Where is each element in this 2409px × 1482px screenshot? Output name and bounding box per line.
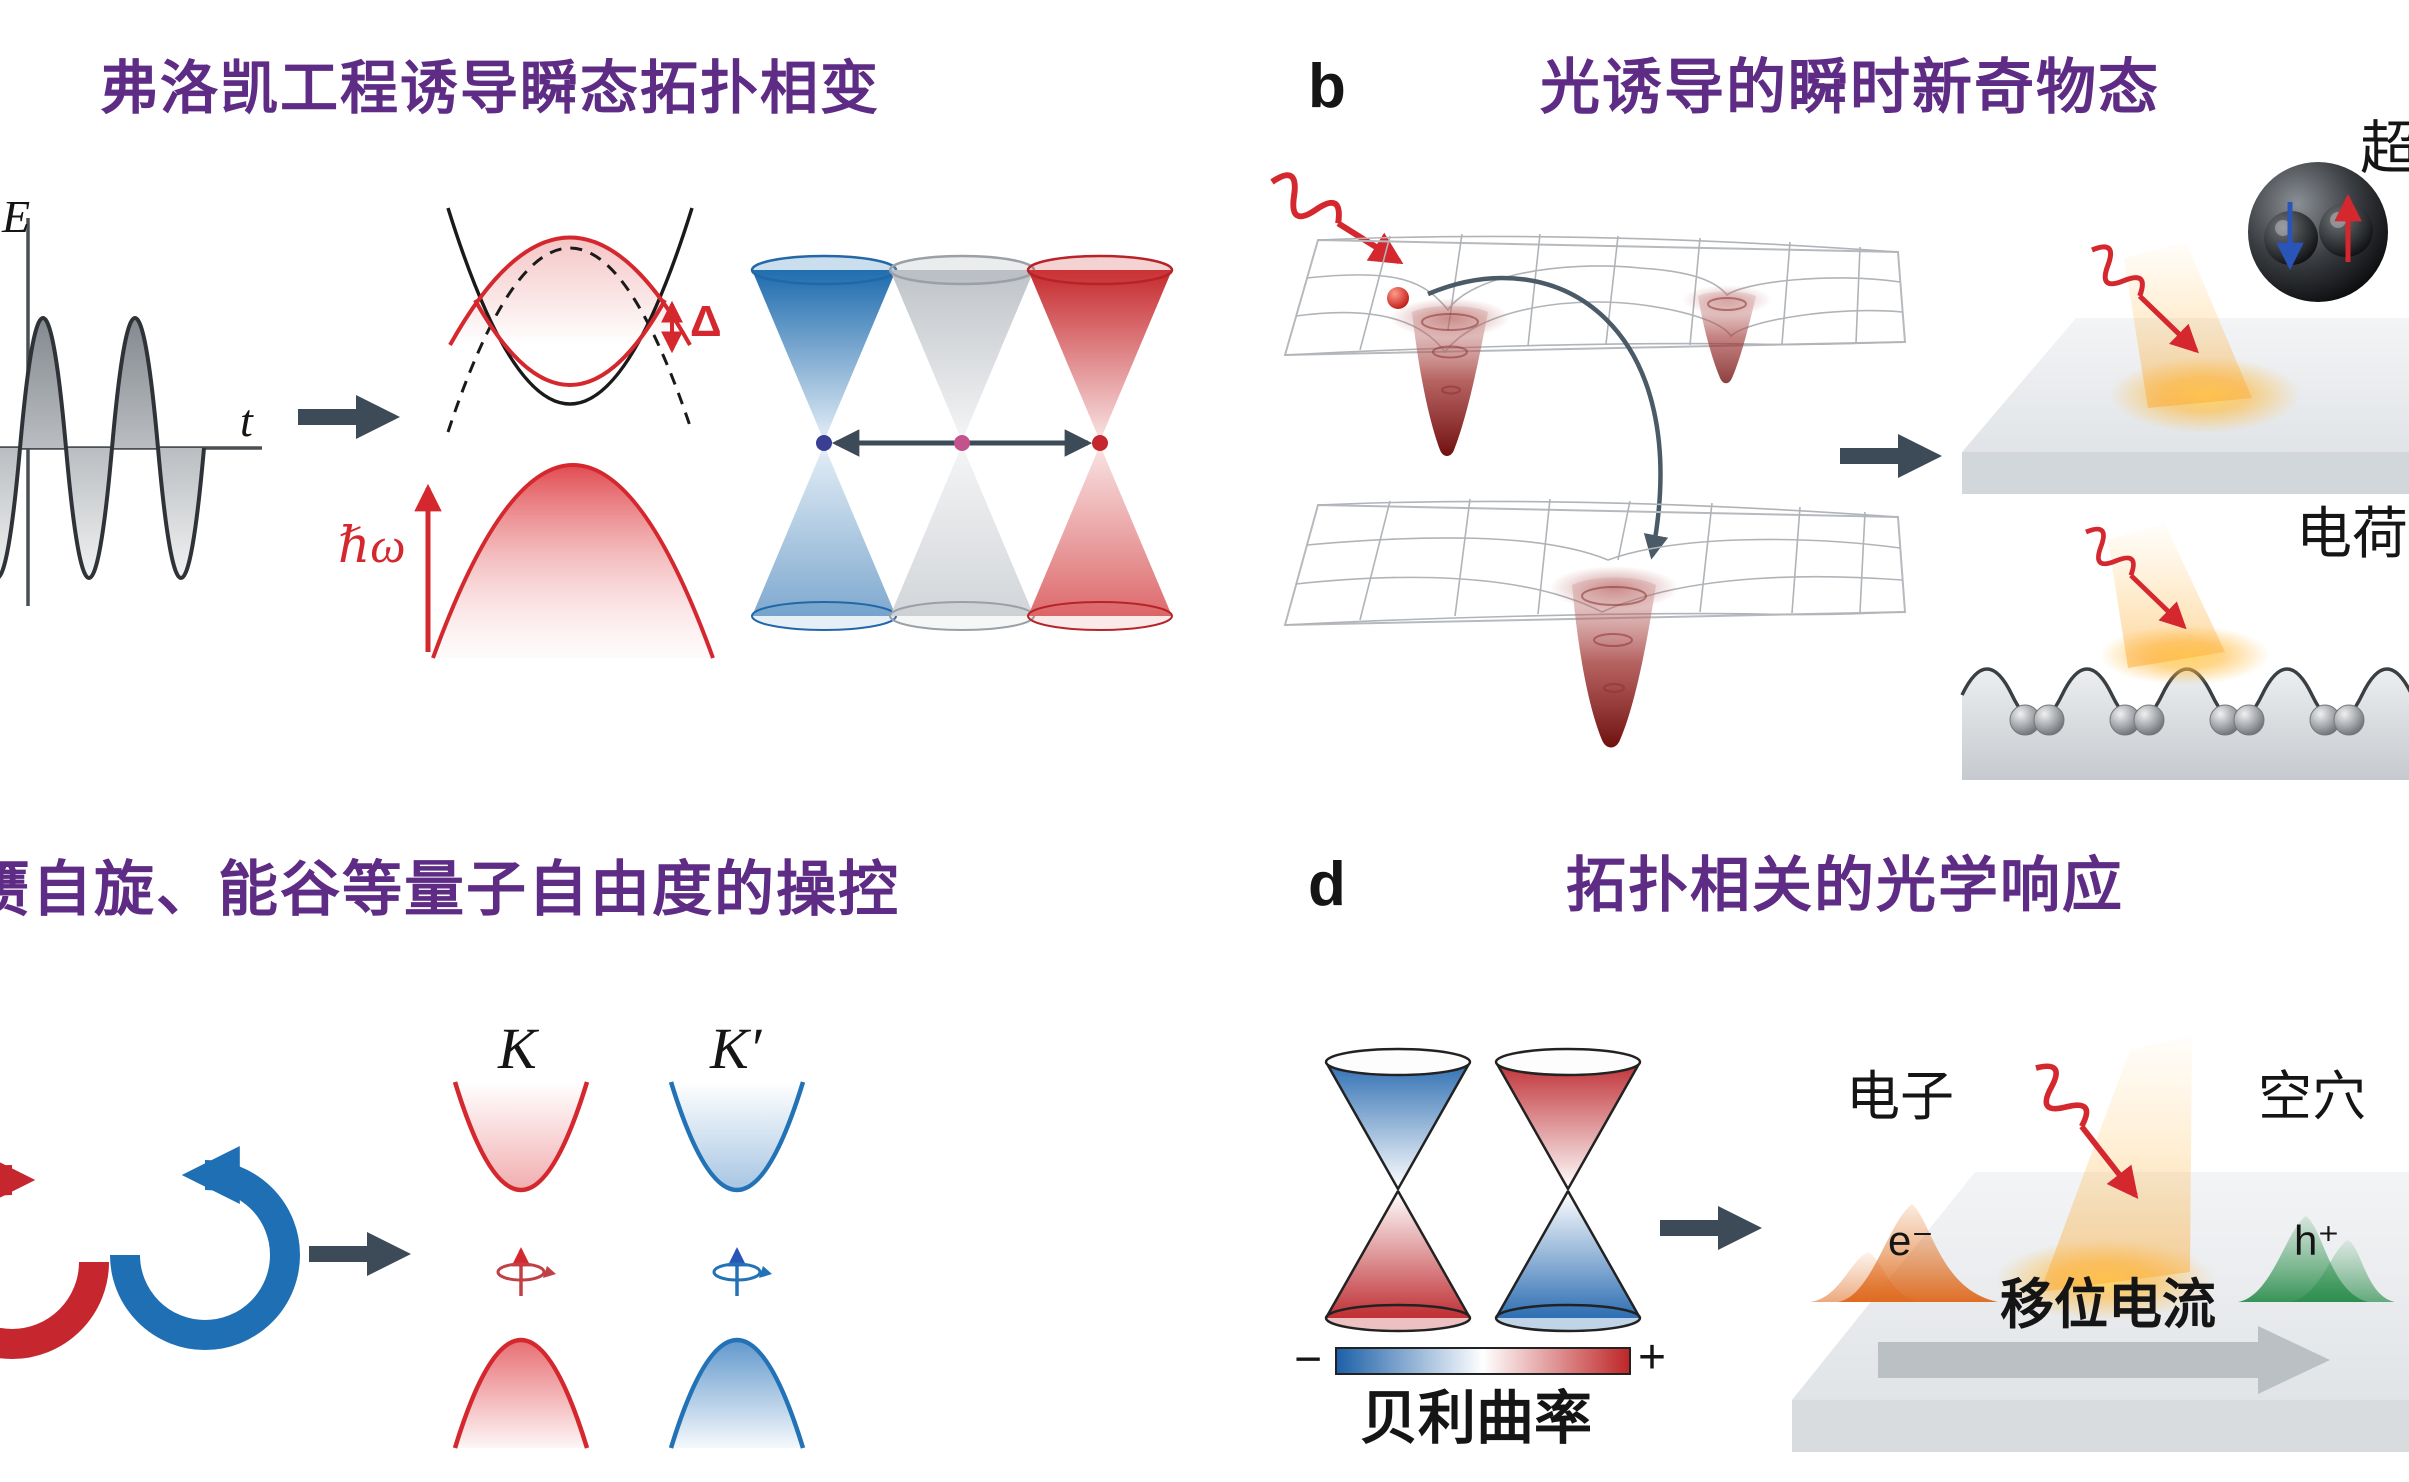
shift-current-label: 移位电流 <box>2000 1275 2216 1335</box>
cdw-surface-fill <box>1962 669 2409 780</box>
light-pulse-icon-d <box>2035 1063 2139 1199</box>
berry-cone-second <box>1494 1047 1642 1333</box>
berry-cone-first <box>1324 1047 1472 1333</box>
valley-k-label: K <box>498 1016 537 1081</box>
charge-label: 电荷 <box>2296 502 2408 565</box>
light-pulse-icon-cdw <box>2085 526 2187 630</box>
dirac-cone-blue <box>750 254 898 631</box>
panel-d-title: 拓扑相关的光学响应 <box>1566 852 2124 919</box>
colorbar-minus-label: − <box>1294 1333 1323 1386</box>
potential-surface-upper <box>1283 233 1907 456</box>
hole-label: 空穴 <box>2258 1067 2366 1127</box>
electron-label: 电子 <box>1846 1067 1954 1127</box>
floquet-band-upper <box>448 235 692 346</box>
dashed-band <box>446 246 694 433</box>
hole-symbol: h⁺ <box>2294 1217 2340 1264</box>
shift-current-illustration <box>1792 1036 2409 1452</box>
original-band <box>446 207 694 406</box>
arrow-right-icon-b <box>1840 434 1942 478</box>
valley-k <box>452 1081 590 1449</box>
relaxation-arrow <box>1427 275 1669 560</box>
potential-well-shallow <box>1698 291 1756 384</box>
time-axis-label: t <box>240 395 253 446</box>
arrow-right-icon-d <box>1660 1206 1762 1250</box>
panel-b-title: 光诱导的瞬时新奇物态 <box>1540 54 2160 121</box>
superconductivity-illustration <box>1962 162 2409 494</box>
sample-slab-front <box>1962 452 2409 494</box>
potential-well-deep <box>1412 306 1488 456</box>
laser-beam-d <box>2040 1036 2192 1292</box>
berry-colorbar <box>1335 1347 1631 1375</box>
panel-b-label: b <box>1308 52 1346 121</box>
valley-spin-icon-k-prime <box>712 1247 772 1296</box>
valley-spin-icon-k <box>496 1247 556 1296</box>
gap-label: Δ <box>690 297 722 346</box>
driving-field-plot <box>0 218 262 606</box>
arrow-right-icon-a <box>298 395 400 439</box>
valley-k-prime-label: K′ <box>710 1016 762 1081</box>
dirac-cone-gray <box>888 254 1036 631</box>
light-pulse-icon-sc <box>2091 244 2199 354</box>
valley-k-prime <box>668 1081 806 1449</box>
light-pulse-icon-b <box>1270 172 1404 265</box>
berry-curvature-label: 贝利曲率 <box>1360 1386 1593 1451</box>
circular-polarization-red-icon <box>0 1151 109 1360</box>
arrow-right-icon-c <box>309 1232 411 1276</box>
electron-peak <box>1838 1204 1998 1302</box>
cooper-pair-icon <box>2248 162 2388 302</box>
dirac-cone-red <box>1026 254 1174 631</box>
photon-energy-label: ℏω <box>338 517 406 573</box>
electron-symbol: e⁻ <box>1888 1217 1934 1264</box>
sample-slab-front-d <box>1792 1400 2409 1452</box>
floquet-band-lower <box>473 299 667 387</box>
potential-surface-lower <box>1283 498 1907 748</box>
sine-wave <box>0 316 206 580</box>
excited-particle-ball <box>1387 287 1409 309</box>
floquet-bands-diagram <box>414 207 715 659</box>
colorbar-plus-label: + <box>1638 1331 1667 1384</box>
circular-polarization-blue-icon <box>110 1146 301 1351</box>
panel-a-title: 弗洛凯工程诱导瞬态拓扑相变 <box>100 56 881 121</box>
cdw-illustration <box>1960 524 2409 780</box>
laser-beam-cdw <box>2108 524 2225 668</box>
panel-c-title: 赝自旋、能谷等量子自由度的操控 <box>0 856 900 923</box>
potential-well-metastable <box>1572 577 1656 748</box>
dirac-cones <box>750 254 1174 631</box>
shift-current-arrow <box>1878 1326 2330 1394</box>
superconductor-label: 超 <box>2360 116 2409 181</box>
energy-axis-label: E <box>2 191 31 242</box>
panel-d-label: d <box>1308 850 1346 919</box>
